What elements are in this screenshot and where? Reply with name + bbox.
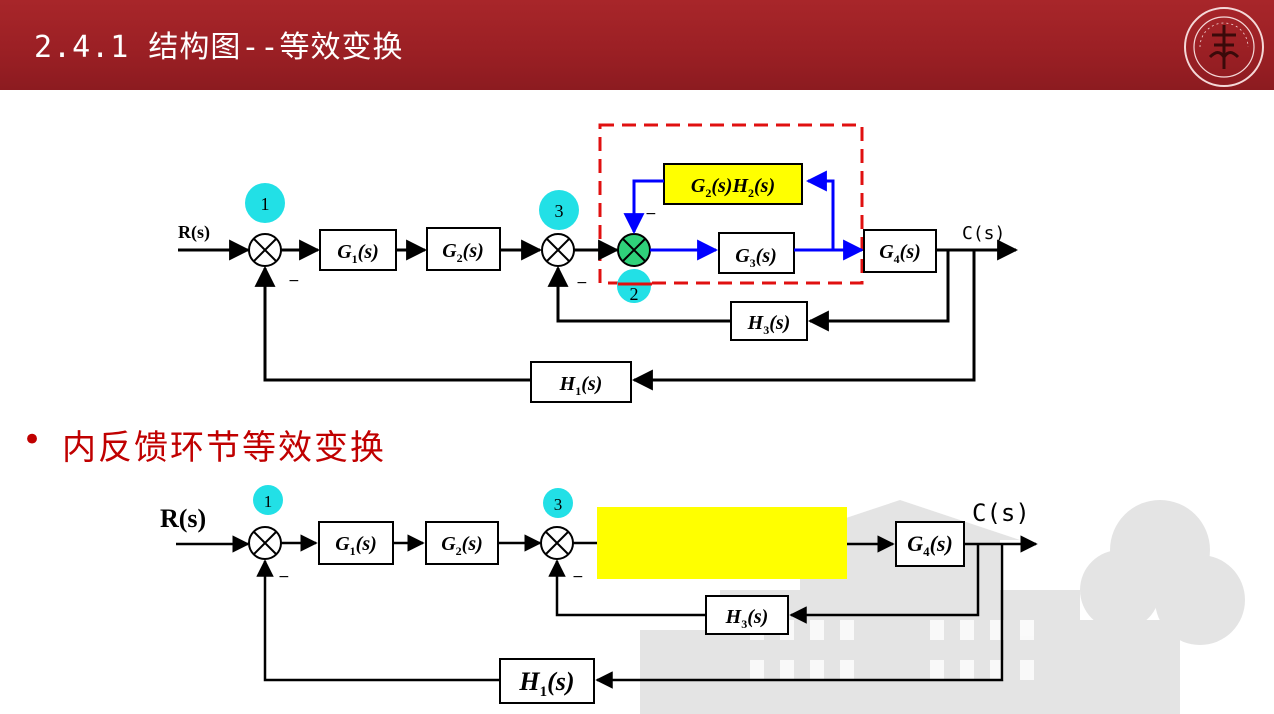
d2-node-badge-1 [253, 485, 283, 515]
d1-minus-3: − [576, 275, 588, 291]
d2-output-label: C(s) [972, 499, 1030, 527]
d2-node-badge-3 [543, 488, 573, 518]
d1-block-g4 [863, 229, 937, 273]
svg-text:G2(s): G2(s) [442, 240, 484, 265]
d2-block-g1 [318, 521, 394, 565]
svg-text:G2(s)H2(s): G2(s)H2(s) [691, 175, 775, 200]
title-bar: 2.4.1 结构图--等效变换 [0, 0, 1274, 90]
d1-block-g2 [426, 227, 501, 271]
d2-minus-1: − [278, 569, 290, 585]
d2-minus-3: − [572, 569, 584, 585]
d1-minus-2: − [645, 206, 657, 222]
svg-text:G1(s): G1(s) [337, 241, 379, 266]
d1-node-badge-3 [539, 190, 579, 230]
d2-node-label-3: 3 [554, 495, 563, 514]
section-heading: 内反馈环节等效变换 [62, 428, 386, 468]
d1-output-label: C(s) [962, 223, 1005, 244]
d1-block-g2h2 [663, 163, 803, 205]
d1-input-label: R(s) [178, 222, 210, 243]
d1-block-h1 [530, 361, 632, 403]
d2-block-h1 [499, 658, 595, 704]
d2-equivalent-block-placeholder [597, 507, 847, 579]
d1-block-g3 [718, 232, 795, 274]
university-seal-icon [1184, 7, 1264, 87]
svg-text:H3(s): H3(s) [725, 606, 769, 631]
d1-node-badge-2 [617, 269, 651, 303]
diagram-original: R(s) 1 − G1(s) G2(s) 3 − 2 − [178, 123, 1019, 403]
d1-node-label-3: 3 [555, 201, 564, 221]
d1-node-badge-1 [245, 183, 285, 223]
d1-inner-feedback-path [805, 170, 835, 250]
d1-node-label-1: 1 [261, 194, 270, 214]
svg-text:H3(s): H3(s) [747, 312, 791, 337]
svg-text:G2(s): G2(s) [441, 533, 483, 558]
svg-text:H1(s): H1(s) [518, 667, 574, 700]
bullet-marker: • [22, 420, 43, 460]
slide-title: 2.4.1 结构图--等效变换 [34, 30, 404, 65]
svg-text:G1(s): G1(s) [335, 533, 377, 558]
d1-minus-1: − [288, 273, 300, 289]
svg-text:H1(s): H1(s) [559, 373, 603, 398]
d1-node-label-2: 2 [630, 284, 639, 304]
diagram-simplified: R(s) 1 − G1(s) G2(s) 3 − G4(s) C(s) [160, 485, 1038, 704]
d2-block-h3 [705, 595, 789, 635]
dashed-inner-loop-region [598, 123, 864, 285]
d2-node-label-1: 1 [264, 492, 273, 511]
svg-text:G4(s): G4(s) [879, 241, 921, 266]
d2-input-label: R(s) [160, 504, 206, 533]
svg-text:G3(s): G3(s) [735, 245, 777, 270]
d2-block-g4 [895, 521, 965, 567]
d1-block-g1 [319, 229, 397, 271]
svg-text:G4(s): G4(s) [907, 531, 953, 559]
